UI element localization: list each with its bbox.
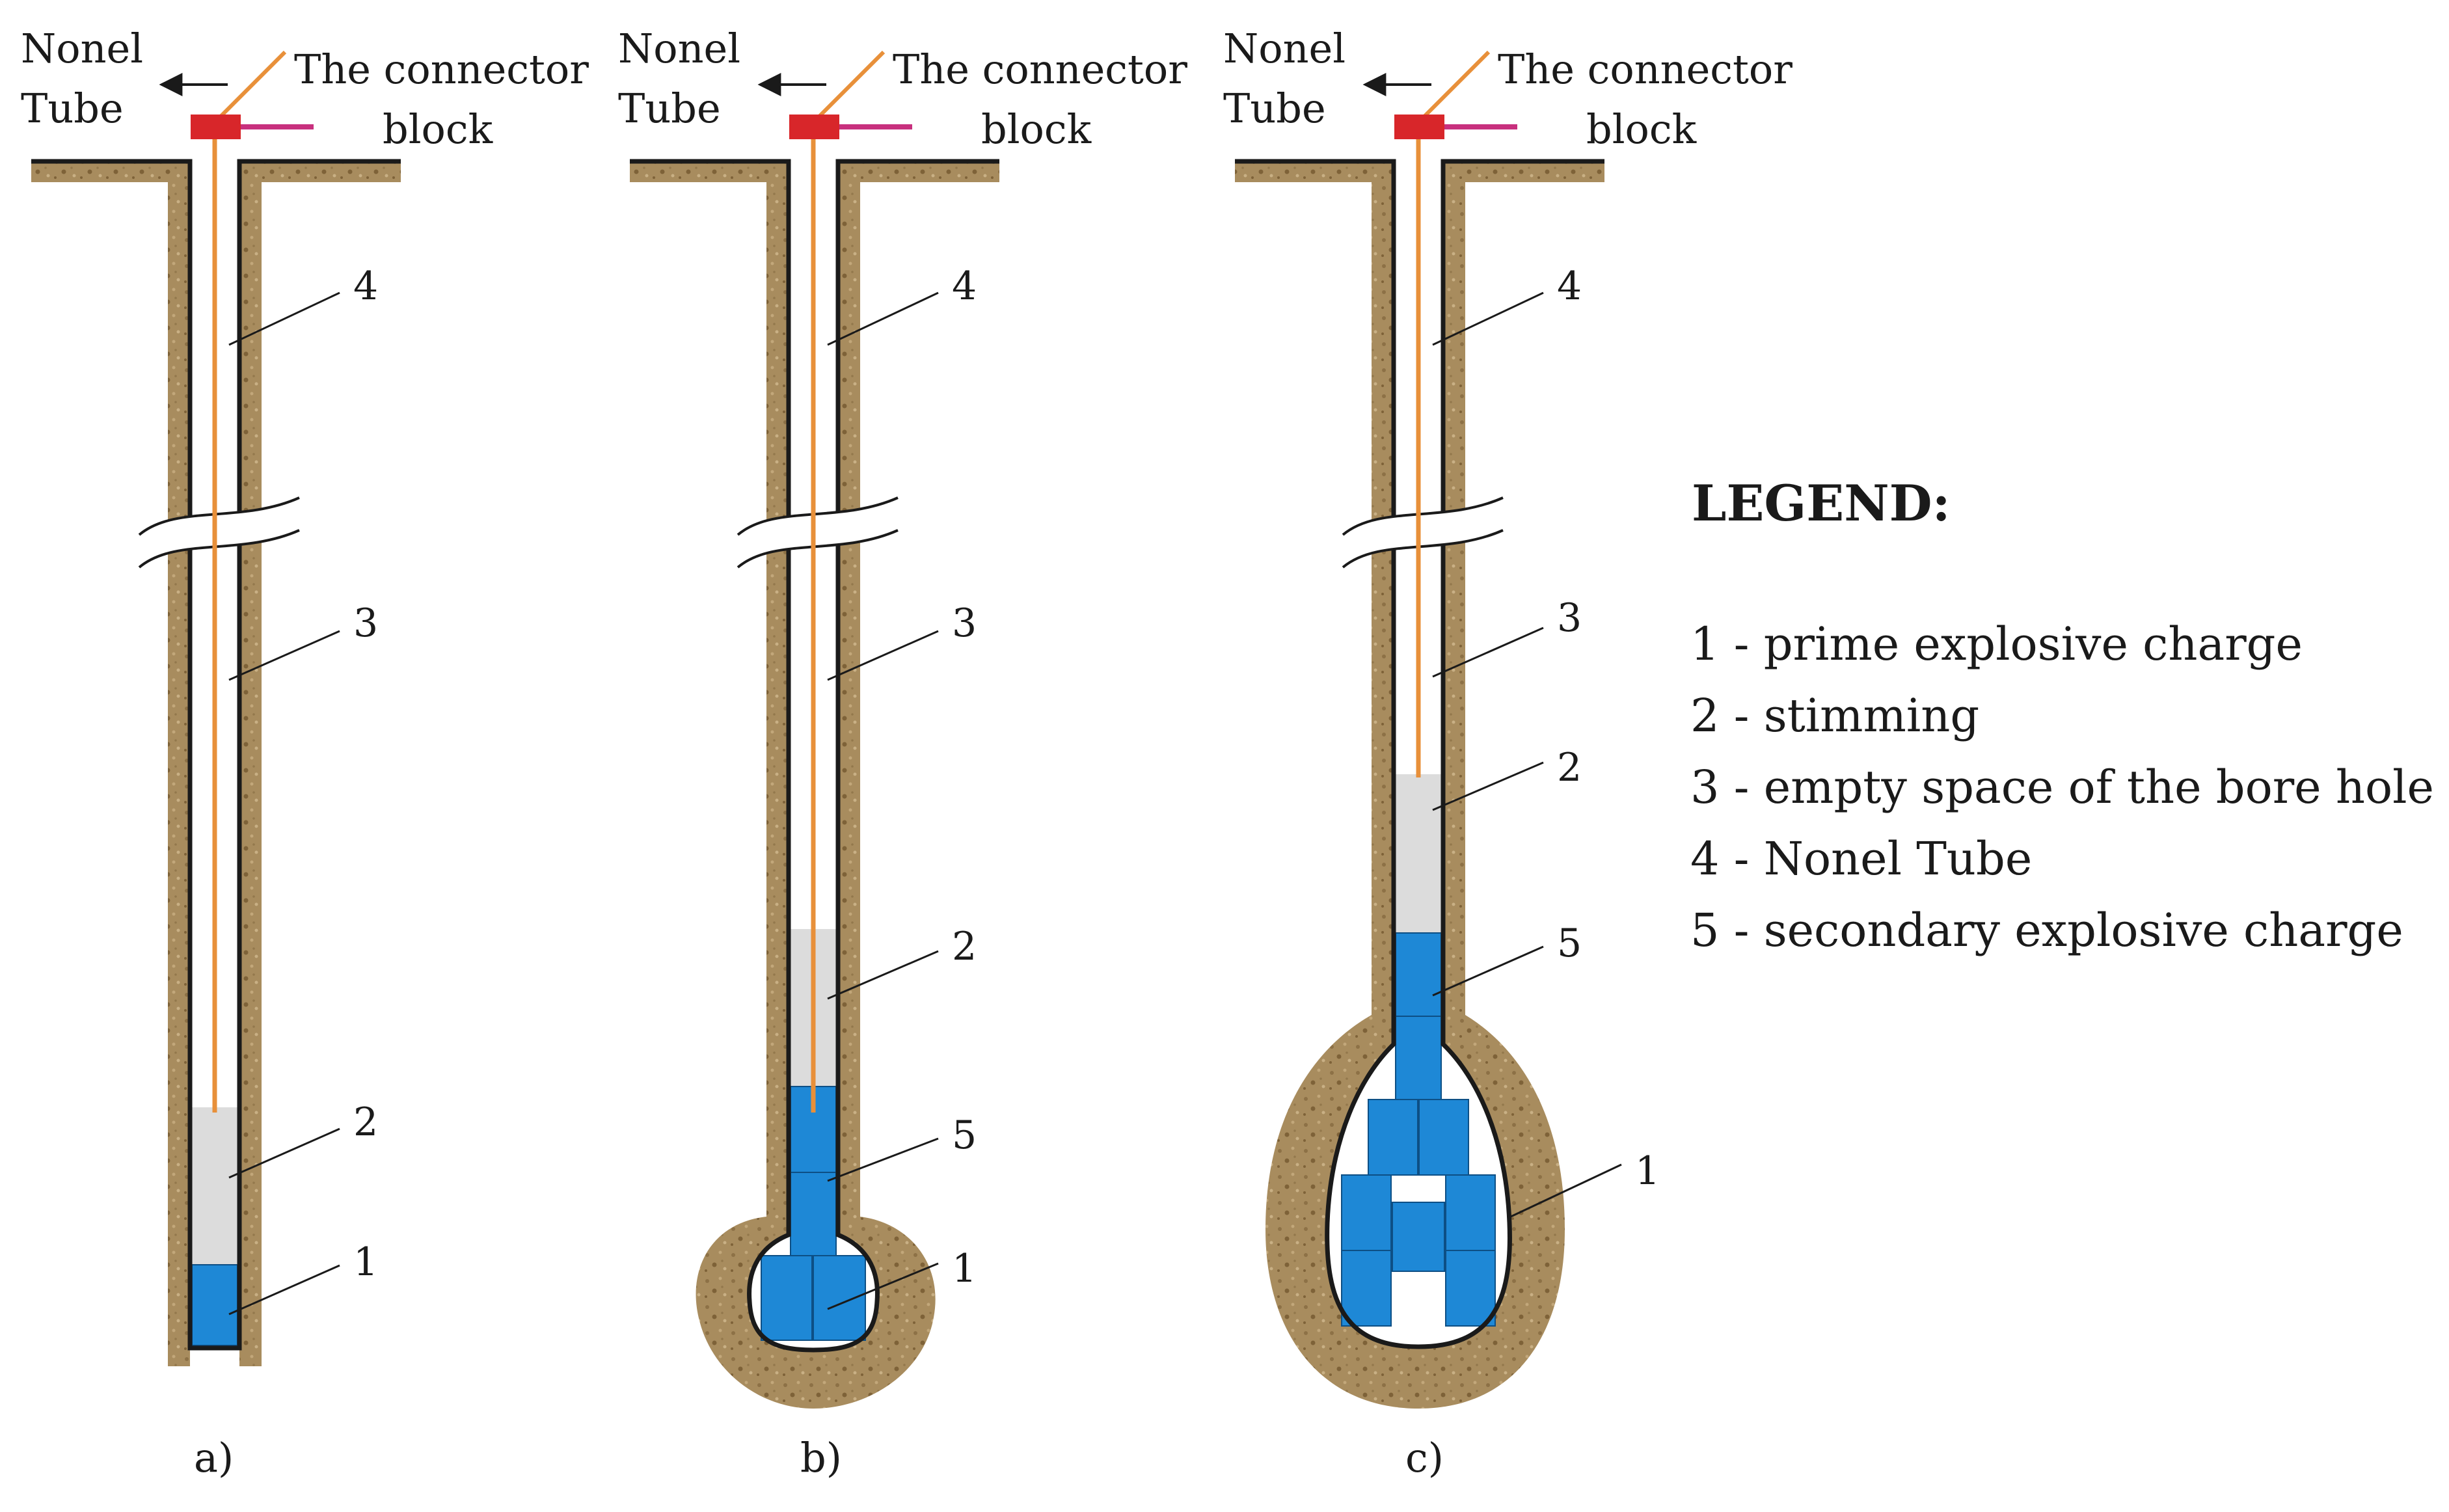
legend-item-1: 1 - prime explosive charge: [1690, 617, 2303, 671]
panel-b-number-3: 3: [952, 601, 977, 646]
legend-item-5: 5 - secondary explosive charge: [1690, 904, 2403, 957]
panel-c-connector-lead: [1423, 50, 1491, 118]
panel-c-leader-1: [1510, 1163, 1622, 1218]
panel-c-leader-3: [1432, 627, 1544, 678]
panel-b-connector-label-line1: The connector: [893, 46, 1187, 93]
panel-b-nonel-label-line2: Tube: [618, 85, 721, 132]
panel-a-connector-block: [191, 115, 241, 139]
panel-a-caption: a): [194, 1434, 234, 1481]
panel-a-number-2: 2: [353, 1100, 378, 1145]
panel-c-number-1: 1: [1635, 1148, 1660, 1194]
panel-b-break-mark: [737, 496, 899, 569]
panel-a-connector-label-line2: block: [383, 105, 493, 153]
panel-c-prime-charge: [1341, 1099, 1496, 1327]
panel-a-number-3: 3: [353, 601, 378, 646]
panel-b-connector-label-line2: block: [981, 105, 1092, 153]
panel-b-leader-1: [827, 1262, 939, 1310]
panel-c-number-3: 3: [1557, 595, 1582, 641]
panel-c-connector-label-line1: The connector: [1498, 46, 1793, 93]
panel-c-number-4: 4: [1557, 263, 1582, 309]
panel-c-nonel-label-line1: Nonel: [1223, 25, 1346, 72]
panel-a-connector-lead: [219, 50, 287, 118]
panel-b-connector-block: [789, 115, 839, 139]
panel-a-stemming: [192, 1107, 237, 1265]
panel-a-leader-1: [228, 1264, 340, 1316]
panel-c-nonel-label-line2: Tube: [1223, 85, 1326, 132]
legend-title: LEGEND:: [1692, 474, 1951, 532]
panel-b-prime-charge: [761, 1255, 866, 1341]
panel-a-number-1: 1: [353, 1239, 378, 1285]
panel-b-caption: b): [800, 1434, 842, 1481]
panel-b-leader-4: [827, 291, 939, 346]
legend-item-2: 2 - stimming: [1690, 689, 1979, 742]
legend: LEGEND: 1 - prime explosive charge 2 - s…: [1690, 474, 2434, 957]
panel-a-number-4: 4: [353, 263, 378, 309]
panel-c-secondary-charge: [1395, 932, 1442, 1100]
panel-c-leader-5: [1432, 945, 1544, 997]
panel-c-leader-2: [1432, 761, 1544, 811]
panel-c-caption: c): [1405, 1434, 1444, 1481]
panel-b-number-4: 4: [952, 263, 977, 309]
legend-item-3: 3 - empty space of the bore hole: [1690, 761, 2434, 814]
panel-b-leader-5: [827, 1137, 939, 1182]
legend-item-4: 4 - Nonel Tube: [1690, 832, 2032, 885]
panel-c-number-2: 2: [1557, 745, 1582, 790]
panel-b-number-2: 2: [952, 924, 977, 969]
panel-a-leader-4: [228, 291, 340, 346]
panel-a-nonel-label-line2: Tube: [21, 85, 124, 132]
panel-a-connector-label-line1: The connector: [294, 46, 589, 93]
panel-a-leader-2: [228, 1127, 340, 1179]
panel-c-connector-block: [1394, 115, 1444, 139]
panel-c-break-mark: [1342, 496, 1504, 569]
panel-b-number-1: 1: [952, 1246, 977, 1291]
panel-a-break-mark: [138, 496, 300, 569]
panel-b-leader-3: [827, 630, 939, 681]
panel-c-number-5: 5: [1557, 921, 1582, 966]
panel-a: Nonel Tube The connector block 4 3 2 1 a…: [21, 25, 589, 1481]
panel-a-prime-charge: [191, 1264, 238, 1346]
panel-b-nonel-label-line1: Nonel: [618, 25, 740, 72]
panel-c-stemming: [1396, 774, 1441, 933]
panel-b-leader-2: [827, 950, 939, 1000]
panel-c-leader-4: [1432, 291, 1544, 346]
panel-b-connector-lead: [818, 50, 886, 118]
panel-a-nonel-label-line1: Nonel: [21, 25, 143, 72]
panel-b: Nonel Tube The connector block 4 3 2 5 1…: [618, 25, 1187, 1481]
panel-a-leader-3: [228, 630, 340, 681]
panel-c-connector-label-line2: block: [1586, 105, 1697, 153]
panel-b-number-5: 5: [952, 1113, 977, 1158]
panel-c: Nonel Tube The connector block 4 3 2 5 1…: [1223, 25, 1793, 1481]
